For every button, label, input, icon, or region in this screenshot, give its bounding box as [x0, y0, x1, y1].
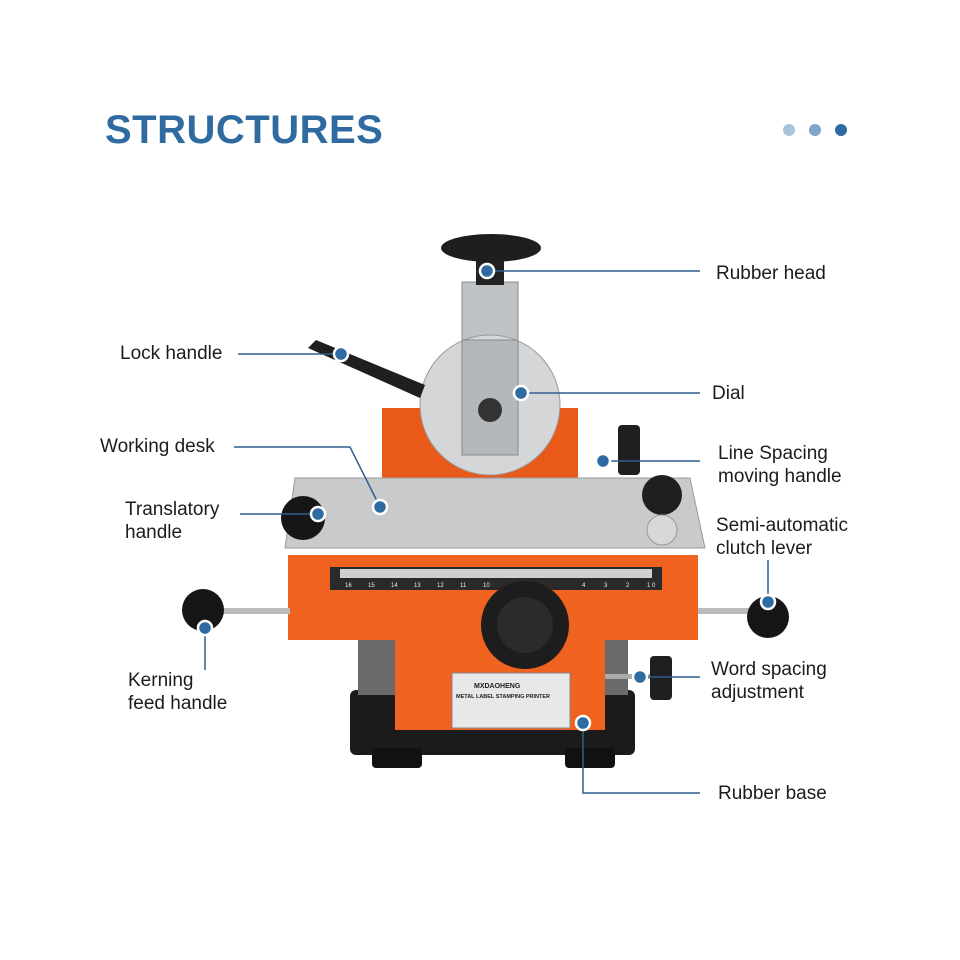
- clutch-rod: [698, 608, 768, 614]
- pager-dots: [783, 124, 847, 136]
- label-line: Kerning: [128, 670, 194, 691]
- label-line: moving handle: [718, 466, 842, 487]
- callout-lines: [204, 270, 769, 794]
- ruler-tick-label: 11: [460, 583, 467, 589]
- nameplate-subtitle: METAL LABEL STAMPING PRINTER: [456, 694, 550, 700]
- callout-dot: [309, 505, 327, 523]
- label-word-spacing: Word spacing adjustment: [711, 658, 827, 704]
- callout-dot: [196, 619, 214, 637]
- ruler-tick-label: 1: [647, 583, 651, 589]
- callout-dot: [574, 714, 592, 732]
- rubber-head: [441, 234, 541, 262]
- label-rubber-head: Rubber head: [716, 263, 826, 284]
- label-line: Semi-automatic: [716, 515, 848, 536]
- callout-dot: [478, 262, 496, 280]
- label-line: feed handle: [128, 693, 228, 714]
- working-desk: [284, 477, 706, 549]
- line-spacing-handle: [618, 425, 640, 475]
- ruler-tick-label: 14: [391, 583, 398, 589]
- page-title: STRUCTURES: [105, 108, 384, 152]
- word-spacing-knob: [650, 656, 672, 700]
- label-lock-handle: Lock handle: [120, 343, 223, 364]
- label-line: adjustment: [711, 682, 804, 703]
- callout-dot: [631, 668, 649, 686]
- label-line: clutch lever: [716, 538, 813, 559]
- callout-dot: [332, 345, 350, 363]
- kerning-handle-ball: [182, 589, 224, 631]
- callout-dot: [371, 498, 389, 516]
- nameplate: [451, 672, 571, 729]
- ruler-tick-label: 13: [414, 583, 421, 589]
- label-line-spacing: Line Spacing moving handle: [718, 442, 842, 488]
- label-line: handle: [125, 522, 183, 543]
- dial-arm: [461, 339, 519, 456]
- ruler-tick-label: 10: [483, 583, 490, 589]
- pager-dot[interactable]: [809, 124, 821, 136]
- callout-dot: [594, 452, 612, 470]
- foot: [565, 748, 615, 768]
- label-rubber-base: Rubber base: [718, 783, 827, 804]
- callout-dot: [759, 593, 777, 611]
- dial-plate: [646, 514, 678, 546]
- lock-handle: [308, 340, 425, 398]
- nameplate-brand: MXDAOHENG: [474, 683, 521, 690]
- ruler-tick-label: 4: [582, 583, 586, 589]
- label-clutch-lever: Semi-automatic clutch lever: [716, 514, 848, 560]
- label-line: Line Spacing: [718, 443, 828, 464]
- label-line: Word spacing: [711, 659, 827, 680]
- pager-dot-active[interactable]: [835, 124, 847, 136]
- ruler-tick-label: 15: [368, 583, 375, 589]
- ruler-tick-label: 0: [652, 583, 656, 589]
- foot: [372, 748, 422, 768]
- clutch-lever-ball: [747, 596, 789, 638]
- pager-dot[interactable]: [783, 124, 795, 136]
- callout-dot: [512, 384, 530, 402]
- dial-bolt: [478, 398, 502, 422]
- label-kerning-feed-handle: Kerning feed handle: [128, 669, 227, 715]
- clutch-knob: [642, 475, 682, 515]
- ruler-tick-label: 12: [437, 583, 444, 589]
- label-translatory-handle: Translatory handle: [125, 498, 219, 544]
- ruler-scale: [340, 569, 652, 578]
- ruler-tick-label: 16: [345, 583, 352, 589]
- ruler-tick-label: 3: [604, 583, 608, 589]
- label-line: Translatory: [125, 499, 220, 520]
- front-knob-center: [497, 597, 553, 653]
- label-dial: Dial: [712, 383, 745, 404]
- ruler-tick-label: 2: [626, 583, 630, 589]
- label-working-desk: Working desk: [100, 436, 215, 457]
- word-spacing-screw: [605, 674, 650, 679]
- callout-dots: [196, 262, 777, 732]
- kerning-rod: [205, 608, 290, 614]
